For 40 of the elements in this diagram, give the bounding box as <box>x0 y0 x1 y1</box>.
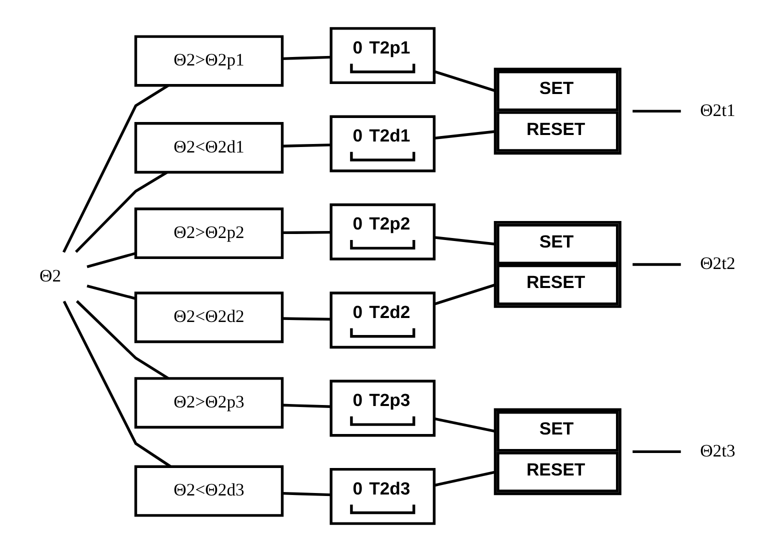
node-text: Θ2t2 <box>700 253 736 274</box>
node-box: SET RESET <box>494 68 622 155</box>
node-box: Θ2<Θ2d1 <box>134 122 284 174</box>
node-box: Θ2<Θ2d2 <box>134 292 284 344</box>
connector <box>434 236 496 246</box>
connector <box>76 300 170 380</box>
node-box: Θ2>Θ2p1 <box>134 35 284 87</box>
connector <box>86 284 136 300</box>
connector <box>282 230 331 234</box>
node-box: 0 T2p3 <box>330 380 436 437</box>
node-text: Θ2t1 <box>700 100 736 120</box>
connector <box>86 252 136 268</box>
connector <box>434 470 496 487</box>
node-box: 0 T2p2 <box>330 203 436 260</box>
node-box: 0 T2p1 <box>330 27 436 84</box>
connector <box>282 56 331 60</box>
connector <box>434 130 496 140</box>
connector <box>434 417 496 433</box>
connector <box>282 317 331 321</box>
node-text: Θ2t3 <box>700 440 736 460</box>
connector <box>75 171 168 253</box>
node-box: Θ2>Θ2p3 <box>134 377 284 429</box>
node-box: 0 T2d3 <box>330 468 436 525</box>
node-box: Θ2>Θ2p2 <box>134 208 284 260</box>
node-box: Θ2<Θ2d3 <box>134 465 284 517</box>
node-box: SET RESET <box>494 408 622 496</box>
node-text: Θ2 <box>40 265 62 286</box>
connector <box>434 70 496 92</box>
connector <box>434 284 496 306</box>
connector <box>632 110 681 113</box>
connector <box>282 144 331 148</box>
connector <box>632 450 681 454</box>
connector <box>62 84 170 253</box>
node-box: 0 T2d1 <box>330 115 436 172</box>
node-box: 0 T2d2 <box>330 292 436 349</box>
connector <box>282 492 331 496</box>
connector <box>62 300 172 468</box>
connector <box>282 404 331 408</box>
node-box: SET RESET <box>494 221 622 308</box>
connector <box>632 263 681 266</box>
